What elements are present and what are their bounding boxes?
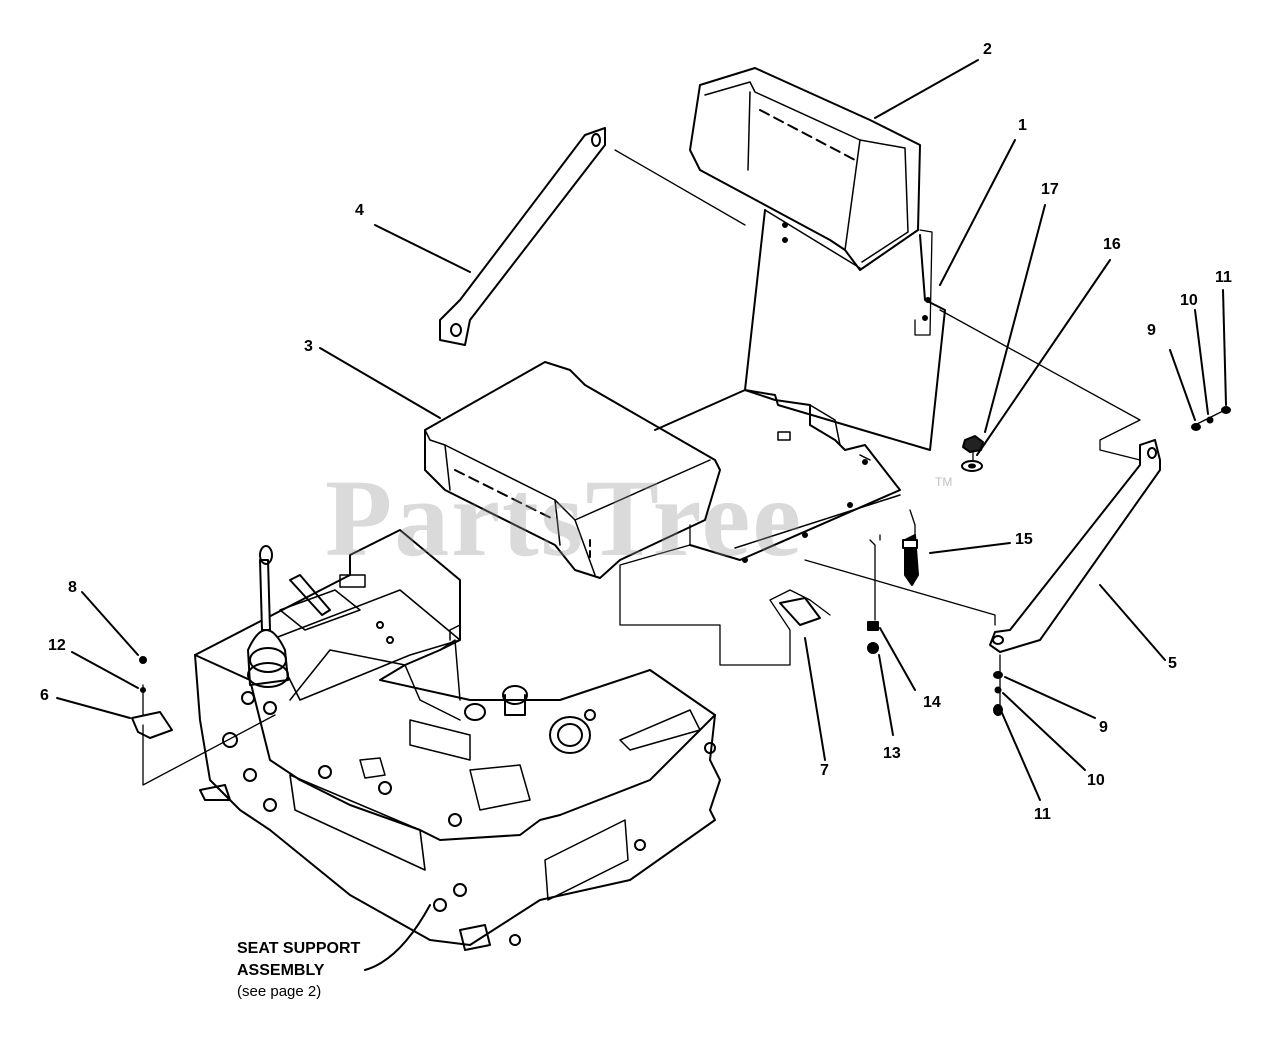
callout-10-bottom: 10 (1087, 772, 1105, 789)
seat-support-assembly (194, 529, 721, 951)
callout-11-bottom: 11 (1034, 806, 1051, 823)
callout-10-top: 10 (1180, 292, 1198, 309)
callout-6: 6 (40, 687, 49, 704)
callout-2: 2 (983, 41, 992, 58)
seat-cushion (424, 361, 721, 579)
callout-4: 4 (355, 202, 364, 219)
callout-11-top: 11 (1215, 269, 1232, 286)
callout-13: 13 (883, 745, 901, 762)
hardware (131, 406, 1231, 739)
callout-17: 17 (1041, 181, 1059, 198)
callout-8: 8 (68, 579, 77, 596)
callout-5: 5 (1168, 655, 1177, 672)
callout-7: 7 (820, 762, 829, 779)
assembly-label-reference: (see page 2) (237, 983, 322, 1000)
seat-bracket-right (989, 439, 1161, 653)
callout-3: 3 (304, 338, 313, 355)
callout-16: 16 (1103, 236, 1121, 253)
seat-support-assembly-label: SEAT SUPPORT ASSEMBLY (see page 2) (237, 938, 360, 1002)
watermark: PartsTree (325, 457, 804, 579)
assembly-label-line1: SEAT SUPPORT (237, 940, 361, 957)
callout-14: 14 (923, 694, 941, 711)
callout-12: 12 (48, 637, 66, 654)
watermark-trademark: TM (935, 475, 953, 489)
callout-9-bottom: 9 (1099, 719, 1108, 736)
callout-1: 1 (1018, 117, 1027, 134)
callout-leaders (56, 59, 1227, 971)
assembly-label-line2: ASSEMBLY (237, 962, 325, 979)
callout-15: 15 (1015, 531, 1033, 548)
seat-bracket-left (439, 127, 606, 346)
seat-back-cushion (689, 67, 921, 271)
callout-9-top: 9 (1147, 322, 1156, 339)
assembly-leader-lines (142, 149, 1226, 786)
seat-base-plate (654, 389, 901, 563)
